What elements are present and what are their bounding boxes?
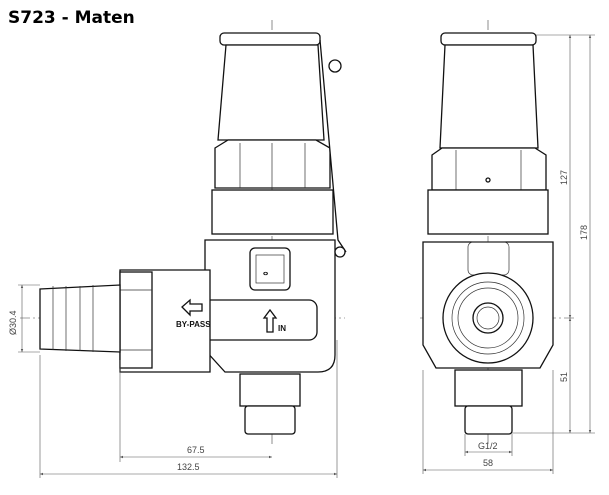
page-title: S723 - Maten	[8, 8, 135, 28]
dim-front-width: 58	[483, 458, 493, 468]
in-label: IN	[278, 324, 286, 333]
dim-lower-height: 51	[559, 372, 569, 382]
dim-width-to-center: 67.5	[187, 445, 205, 455]
dim-thread: G1/2	[478, 441, 498, 451]
valve-logo-icon: ⴰ	[263, 268, 268, 277]
dim-total-width: 132.5	[177, 462, 200, 472]
side-view: ⴰ BY-PASS IN	[20, 20, 347, 445]
dim-upper-height: 127	[559, 170, 569, 185]
front-view	[420, 20, 575, 445]
bypass-arrow-icon	[181, 298, 203, 317]
dimensions: Ø30.4 67.5 132.5 127 51 178 G1/2 58	[8, 34, 595, 478]
dim-total-height: 178	[579, 225, 589, 240]
bypass-label: BY-PASS	[176, 320, 211, 329]
dim-hose-diameter: Ø30.4	[8, 310, 18, 335]
in-arrow-icon	[262, 308, 278, 333]
